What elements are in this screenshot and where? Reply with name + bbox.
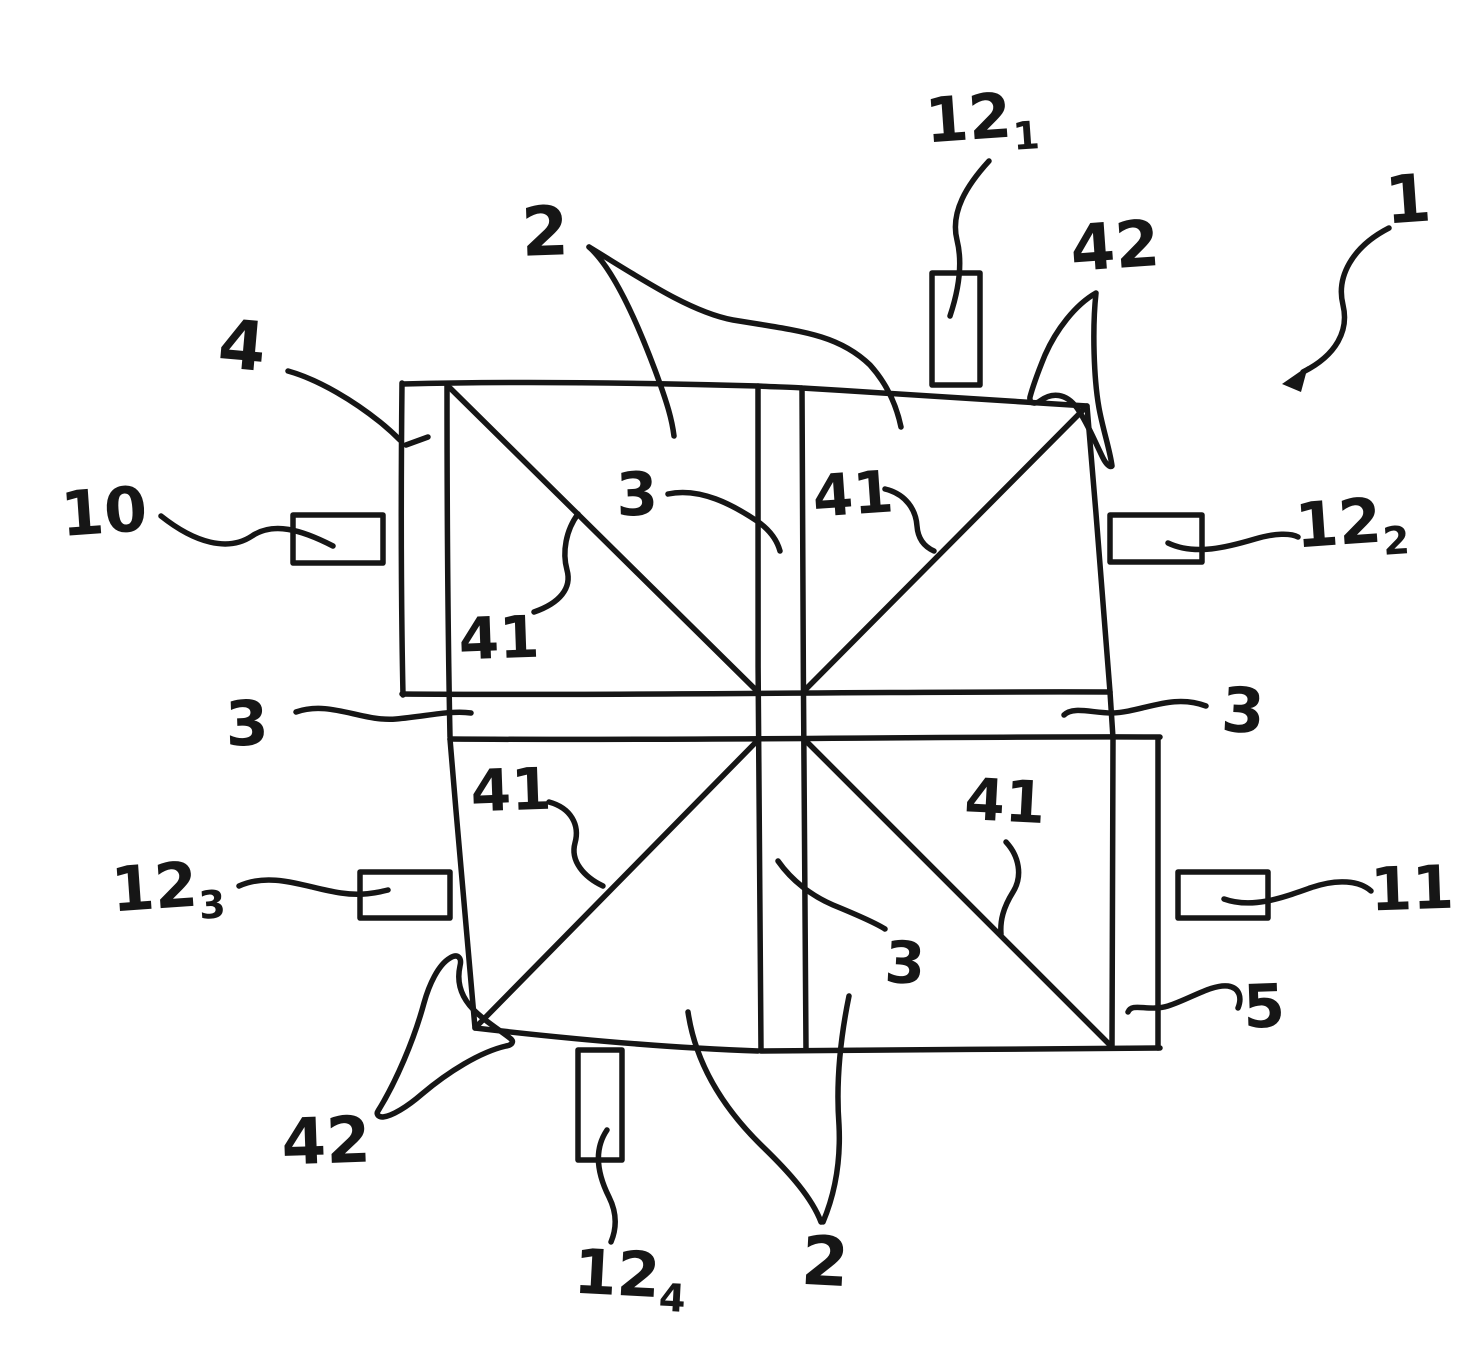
connector-box-10 [290,512,386,566]
leader-label-10 [158,513,336,549]
label-port-top-sub: 1 [1011,113,1042,160]
left-inner-edge [444,382,453,740]
vertical-bar-right-line [799,385,809,1053]
label-joint-top-right: 41 [810,457,896,531]
label-corner-bottom-left: 42 [280,1103,372,1181]
diagonal-bottom-right [802,737,1114,1049]
label-frame-right: 5 [1241,971,1287,1043]
leader-label-41-top-left [531,511,581,615]
label-joint-bottom-right: 41 [962,764,1048,838]
connector-box-12-2 [1107,512,1205,565]
leader-label-12-4 [595,1127,618,1245]
label-port-right-base: 12 [1292,483,1384,563]
label-port-bottom-base: 12 [571,1234,662,1313]
flame-leader-42-bottom [374,953,516,1120]
leader-label-12-1 [947,158,992,319]
top-edge [400,379,1090,409]
leader-label-41-top-right [882,486,937,554]
vertical-bar-left-line [754,383,764,1053]
leader-label-12-3 [236,877,391,897]
label-frame-left: 4 [215,305,270,388]
leader-label-3-bottom [775,858,888,932]
label-corner-top-right: 42 [1067,206,1163,288]
leader-label-41-bottom-right [998,839,1022,937]
label-bar-vertical-top: 3 [614,459,660,531]
label-port-right: 122 [1293,484,1412,569]
label-joint-top-left: 41 [457,602,541,674]
leader-label-3-top [665,489,783,554]
diagonal-bottom-left [473,736,762,1030]
leader-label-5 [1125,983,1243,1015]
bottom-edge-right [758,1045,1163,1054]
diagonal-top-left [447,385,761,695]
leader-label-41-bottom-left [546,799,606,889]
leader-label-11 [1221,879,1374,906]
label-joint-bottom-left: 41 [469,754,553,826]
label-tile-top: 2 [519,192,571,273]
leader-label-12-2 [1165,531,1301,553]
label-bar-vertical-bottom: 3 [883,927,927,999]
connector-box-11 [1175,869,1271,921]
label-connector-left: 10 [58,472,150,551]
leader-label-2-bottom-b [820,993,852,1225]
connector-box-12-1 [929,270,983,388]
label-port-bottom: 124 [572,1235,689,1322]
right-column-inner-line [1109,735,1116,1051]
leader-label-2-bottom-a [685,1009,824,1225]
label-bar-right: 3 [1219,672,1267,749]
label-bar-left: 3 [224,686,270,761]
flame-leader-42-top [1027,290,1115,470]
label-port-left-sub: 3 [197,882,228,929]
left-edge-bottom [447,736,478,1031]
horizontal-bar-bottom-line [447,734,1163,743]
label-port-right-sub: 2 [1381,518,1412,565]
label-assembly: 1 [1382,159,1434,240]
label-port-left-base: 12 [108,847,200,927]
label-port-left: 123 [109,848,228,933]
left-outer-edge [398,380,406,698]
leader-label-4 [285,368,403,443]
tick-label-4 [403,434,431,448]
label-port-bottom-sub: 4 [657,1275,687,1322]
arrowhead-label-1 [1282,366,1308,392]
leader-label-3-right [1061,698,1209,718]
leader-label-2-top-b [586,244,904,430]
leader-label-3-left [293,705,474,722]
leader-label-1-arrow [1300,225,1392,375]
bottom-edge-left [472,1025,761,1054]
leader-label-2-top-a [586,244,677,439]
label-port-top-base: 12 [922,78,1014,158]
diagonal-top-right [800,404,1089,695]
label-port-top: 121 [923,79,1042,164]
right-edge-top [1084,403,1116,741]
label-connector-right: 11 [1369,852,1455,926]
label-tile-bottom: 2 [799,1221,851,1304]
